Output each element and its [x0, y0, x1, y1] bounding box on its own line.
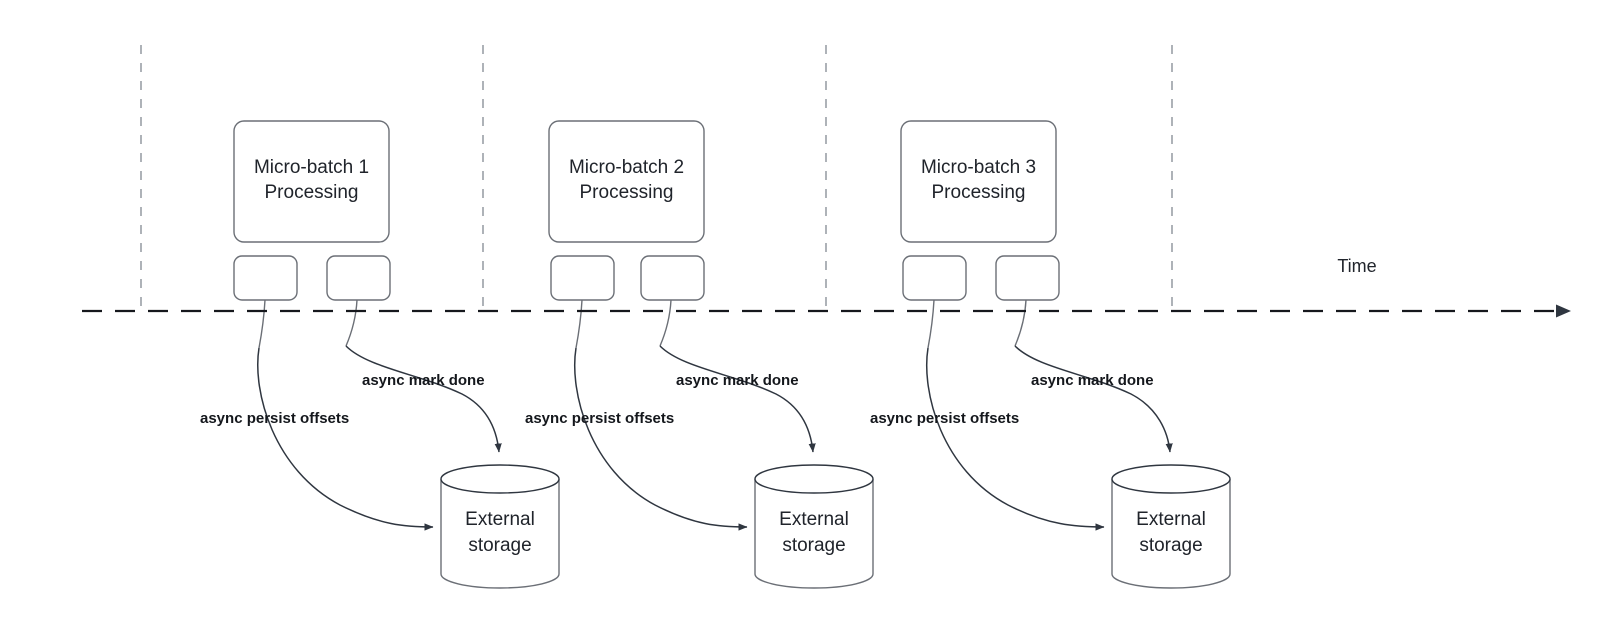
- group-1-persist-offsets-label: async persist offsets: [200, 410, 349, 427]
- group-2-task-box-left[interactable]: [550, 255, 615, 301]
- group-2-storage-top: [754, 464, 874, 494]
- micro-batch-3-box[interactable]: [900, 120, 1057, 243]
- group-2-persist-offsets-label: async persist offsets: [525, 410, 674, 427]
- group-3-mark-done-label: async mark done: [1031, 372, 1154, 389]
- group-1-storage-body: [440, 479, 560, 589]
- group-3-stem-left: [927, 299, 935, 349]
- group-2-storage-body: [754, 479, 874, 589]
- group-1-stem-left: [258, 299, 266, 349]
- group-2-task-box-right[interactable]: [640, 255, 705, 301]
- group-3-storage-label-line2: storage: [1139, 535, 1202, 556]
- group-3-storage-top: [1111, 464, 1231, 494]
- time-axis-label: Time: [1337, 256, 1376, 276]
- group-1-storage-label-line1: External: [465, 509, 535, 530]
- group-1-persist-offsets-arrow: [257, 347, 434, 531]
- batch-boundaries: [140, 45, 1173, 312]
- group-1-external-storage[interactable]: External storage: [440, 464, 560, 589]
- group-2-external-storage[interactable]: External storage: [754, 464, 874, 589]
- group-2-mark-done-arrow: [659, 345, 816, 453]
- group-3-external-storage[interactable]: External storage: [1111, 464, 1231, 589]
- group-2-persist-offsets-arrow: [573, 347, 748, 531]
- micro-batch-1-label-line1: Micro-batch 1: [254, 157, 369, 178]
- time-axis: Time: [82, 256, 1571, 318]
- micro-batch-3-label-line1: Micro-batch 3: [921, 157, 1036, 178]
- group-2-storage-label-line1: External: [779, 509, 849, 530]
- group-3-mark-done-arrow: [1014, 345, 1173, 453]
- group-3: Micro-batch 3 Processing async persist o…: [870, 120, 1231, 589]
- group-1-task-box-left[interactable]: [233, 255, 298, 301]
- micro-batch-3-label-line2: Processing: [932, 182, 1026, 203]
- group-3-persist-offsets-arrow: [925, 347, 1105, 531]
- group-1-storage-top: [440, 464, 560, 494]
- group-1-task-box-right[interactable]: [326, 255, 391, 301]
- group-2-stem-left: [575, 299, 583, 349]
- micro-batch-2-label-line2: Processing: [580, 182, 674, 203]
- group-2-mark-done-label: async mark done: [676, 372, 799, 389]
- group-3-task-box-left[interactable]: [902, 255, 967, 301]
- group-3-storage-label-line1: External: [1136, 509, 1206, 530]
- group-1: Micro-batch 1 Processing async persist o…: [200, 120, 560, 589]
- group-3-task-box-right[interactable]: [995, 255, 1060, 301]
- group-2-stem-right: [659, 299, 672, 347]
- group-2: Micro-batch 2 Processing async persist o…: [525, 120, 874, 589]
- group-1-mark-done-arrow: [345, 345, 502, 453]
- micro-batch-1-label-line2: Processing: [265, 182, 359, 203]
- group-2-storage-label-line2: storage: [782, 535, 845, 556]
- group-3-storage-body: [1111, 479, 1231, 589]
- group-1-mark-done-label: async mark done: [362, 372, 485, 389]
- group-3-persist-offsets-label: async persist offsets: [870, 410, 1019, 427]
- micro-batch-1-box[interactable]: [233, 120, 390, 243]
- group-1-stem-right: [345, 299, 358, 347]
- group-1-storage-label-line2: storage: [468, 535, 531, 556]
- micro-batch-2-box[interactable]: [548, 120, 705, 243]
- micro-batch-2-label-line1: Micro-batch 2: [569, 157, 684, 178]
- group-3-stem-right: [1014, 299, 1027, 347]
